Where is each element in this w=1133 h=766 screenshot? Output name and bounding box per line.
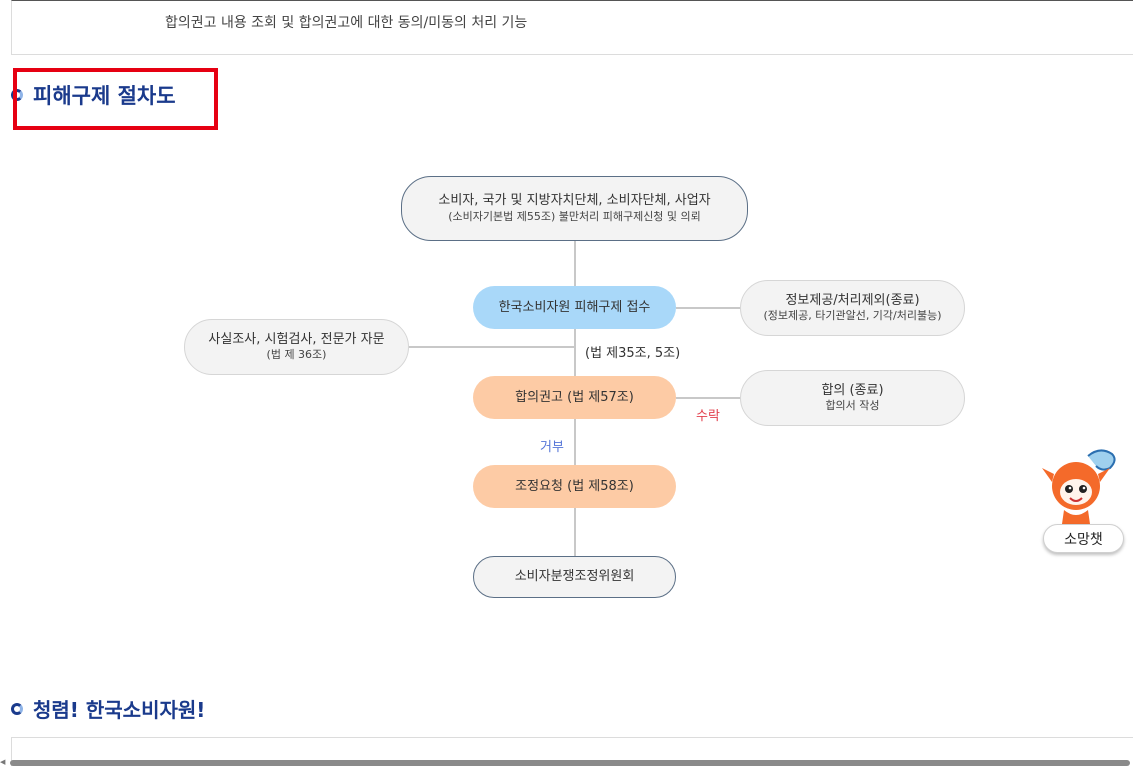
node-mediation-request: 조정요청 (법 제58조)	[473, 465, 676, 508]
node-recommend: 합의권고 (법 제57조)	[473, 376, 676, 419]
description-text: 합의권고 내용 조회 및 합의권고에 대한 동의/미동의 처리 기능	[165, 15, 528, 31]
description-box: 합의권고 내용 조회 및 합의권고에 대한 동의/미동의 처리 기능	[11, 0, 1133, 55]
node-investigation: 사실조사, 시험검사, 전문가 자문 (법 제 36조)	[184, 319, 409, 375]
section-title-procedure: 피해구제 절차도	[11, 80, 176, 110]
section-title-text: 피해구제 절차도	[33, 84, 176, 108]
horizontal-scrollbar[interactable]	[10, 760, 1130, 766]
section-title-integrity: 청렴! 한국소비자원!	[11, 694, 205, 723]
accept-label: 수락	[696, 409, 720, 424]
connector-to-agreement	[676, 397, 740, 399]
law-reference-label: (법 제35조, 5조)	[585, 346, 681, 361]
scroll-left-arrow-icon[interactable]: ◀	[0, 758, 6, 766]
section-title-text: 청렴! 한국소비자원!	[33, 698, 206, 722]
node-agreement: 합의 (종료) 합의서 작성	[740, 370, 965, 426]
node-committee: 소비자분쟁조정위원회	[473, 556, 676, 598]
connector-to-info	[676, 307, 740, 309]
node-receipt: 한국소비자원 피해구제 접수	[473, 286, 676, 329]
integrity-content-box	[11, 737, 1133, 766]
mascot-chatbot-icon[interactable]	[1040, 446, 1126, 554]
node-info-provision: 정보제공/처리제외(종료) (정보제공, 타기관알선, 기각/처리불능)	[740, 280, 965, 336]
bullet-ring-icon	[11, 89, 23, 101]
connector-to-investigation	[408, 346, 575, 348]
reject-label: 거부	[540, 440, 564, 455]
node-request: 소비자, 국가 및 지방자치단체, 소비자단체, 사업자 (소비자기본법 제55…	[401, 176, 748, 241]
chatbot-button[interactable]: 소망챗	[1043, 524, 1124, 553]
bullet-ring-icon	[11, 702, 23, 715]
